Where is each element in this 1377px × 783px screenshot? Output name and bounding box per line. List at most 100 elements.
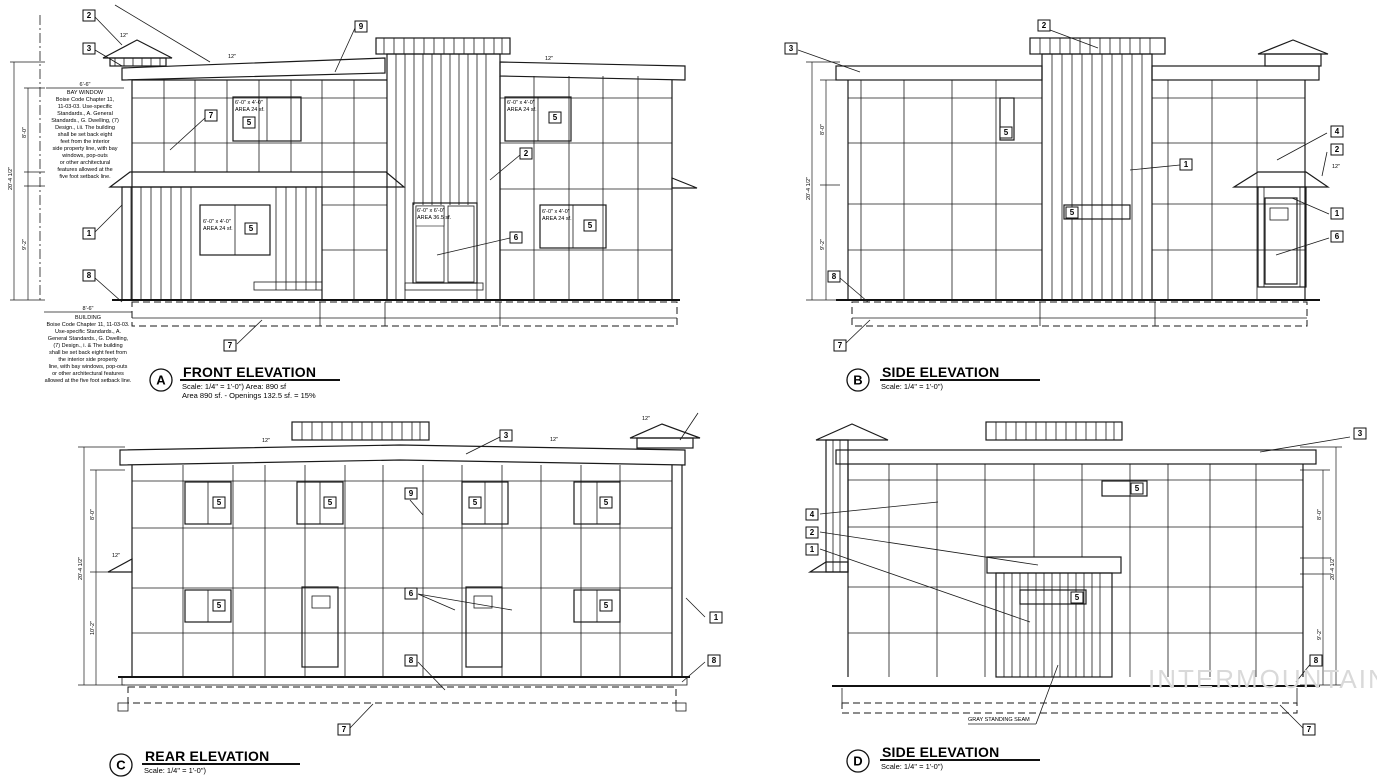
callout-tag: 5 bbox=[468, 496, 482, 509]
svg-text:2: 2 bbox=[1335, 145, 1340, 154]
svg-text:features allowed at the: features allowed at the bbox=[57, 167, 112, 173]
callout-tag: 8 bbox=[707, 654, 721, 667]
svg-text:Boise Code Chapter 11, 11-03-0: Boise Code Chapter 11, 11-03-03. bbox=[47, 322, 130, 328]
svg-text:5: 5 bbox=[1075, 593, 1080, 602]
callout-tag: 2 bbox=[1037, 19, 1051, 32]
callout-tag: 5 bbox=[212, 496, 226, 509]
svg-text:B: B bbox=[853, 373, 862, 388]
svg-text:5: 5 bbox=[1070, 208, 1075, 217]
svg-text:4: 4 bbox=[810, 510, 815, 519]
svg-text:2: 2 bbox=[524, 149, 529, 158]
svg-text:Standards., G. Dwelling, (7): Standards., G. Dwelling, (7) bbox=[51, 118, 119, 124]
svg-text:1: 1 bbox=[87, 229, 92, 238]
svg-text:7: 7 bbox=[1307, 725, 1312, 734]
callout-tag: 5 bbox=[1065, 206, 1079, 219]
svg-text:6'-0" x 4'-0": 6'-0" x 4'-0" bbox=[235, 100, 263, 106]
window-label-lower-left: 6'-0" x 4'-0" AREA 24 sf. bbox=[203, 219, 233, 232]
callout-tag: 7 bbox=[337, 723, 351, 736]
svg-text:5: 5 bbox=[588, 221, 593, 230]
front-slope-chimney: 12" bbox=[120, 33, 128, 39]
door-label: 6'-0" x 6'-0" AREA 36.5 sf. bbox=[415, 205, 452, 227]
svg-text:5: 5 bbox=[553, 113, 558, 122]
svg-text:5: 5 bbox=[217, 601, 222, 610]
svg-text:Design., i.ii. The building: Design., i.ii. The building bbox=[55, 125, 115, 131]
svg-text:Standards., A. General: Standards., A. General bbox=[57, 111, 113, 117]
d-lower-height-dim: 9'-2" bbox=[1317, 629, 1323, 640]
callout-tag: 5 bbox=[1070, 591, 1084, 604]
callout-tag: 8 bbox=[404, 654, 418, 667]
svg-text:9: 9 bbox=[359, 22, 364, 31]
svg-text:6'-0" x 4'-0": 6'-0" x 4'-0" bbox=[507, 100, 535, 106]
svg-text:C: C bbox=[116, 758, 126, 773]
front-slope-left: 12" bbox=[228, 54, 236, 60]
svg-text:5: 5 bbox=[217, 498, 222, 507]
callout-tag: 2 bbox=[1330, 143, 1344, 156]
window-label-lower-right: 6'-0" x 4'-0" AREA 24 sf. bbox=[542, 209, 572, 222]
svg-text:line, with bay windows, pop-ou: line, with bay windows, pop-outs bbox=[49, 364, 128, 370]
c-slope-eave: 12" bbox=[112, 553, 120, 559]
svg-text:6: 6 bbox=[1335, 232, 1340, 241]
elevation-marker-d: D bbox=[846, 749, 870, 773]
callout-tag: 5 bbox=[599, 496, 613, 509]
c-slope-chimney: 12" bbox=[642, 416, 650, 422]
svg-text:AREA 24 sf.: AREA 24 sf. bbox=[542, 216, 572, 222]
svg-text:Use-specific Standards., A.: Use-specific Standards., A. bbox=[55, 329, 122, 335]
svg-text:side property line, with bay: side property line, with bay bbox=[52, 146, 117, 152]
svg-text:8: 8 bbox=[1314, 656, 1319, 665]
svg-text:the interior side property: the interior side property bbox=[58, 357, 118, 363]
svg-text:7: 7 bbox=[228, 341, 233, 350]
upper-height-dim: 8'-0" bbox=[22, 127, 28, 138]
svg-text:3: 3 bbox=[504, 431, 509, 440]
svg-text:General Standards., G. Dwellin: General Standards., G. Dwelling, bbox=[48, 336, 129, 342]
svg-text:five foot setback line.: five foot setback line. bbox=[59, 174, 111, 180]
svg-text:BAY WINDOW: BAY WINDOW bbox=[67, 90, 104, 96]
svg-text:6: 6 bbox=[514, 233, 519, 242]
svg-text:1: 1 bbox=[810, 545, 815, 554]
svg-text:8: 8 bbox=[87, 271, 92, 280]
window-label-upper-left: 6'-0" x 4'-0" AREA 24 sf. bbox=[235, 100, 265, 113]
callout-tag: 1 bbox=[1179, 158, 1193, 171]
svg-text:Boise Code Chapter 11,: Boise Code Chapter 11, bbox=[56, 97, 115, 103]
callout-tag: 7 bbox=[833, 339, 847, 352]
callout-tag: 1 bbox=[1330, 207, 1344, 220]
callout-tag: 4 bbox=[1330, 125, 1344, 138]
callout-tag: 7 bbox=[223, 339, 237, 352]
lower-height-dim: 9'-2" bbox=[22, 239, 28, 250]
callout-tag: 5 bbox=[242, 116, 256, 129]
elevation-marker-c: C bbox=[109, 753, 133, 777]
callout-tag: 1 bbox=[805, 543, 819, 556]
svg-text:7: 7 bbox=[209, 111, 214, 120]
svg-text:2: 2 bbox=[1042, 21, 1047, 30]
callout-tag: 2 bbox=[519, 147, 533, 160]
callout-tag: 5 bbox=[583, 219, 597, 232]
building-setback-dim: 8'-6" bbox=[83, 306, 94, 312]
svg-text:1: 1 bbox=[714, 613, 719, 622]
b-slope: 12" bbox=[1332, 164, 1340, 170]
svg-text:3: 3 bbox=[87, 44, 92, 53]
callout-tag: 5 bbox=[212, 599, 226, 612]
callout-tag: 9 bbox=[354, 20, 368, 33]
callout-tag: 5 bbox=[548, 111, 562, 124]
window-label-upper-right: 6'-0" x 4'-0" AREA 24 sf. bbox=[507, 100, 537, 113]
svg-text:BUILDING: BUILDING bbox=[75, 315, 101, 321]
total-height-dim: 20'-4 1/2" bbox=[8, 167, 14, 190]
side-elevation-b-drawing: 20'-4 1/2" 8'-0" 9'-2" bbox=[784, 19, 1344, 392]
callout-tag: 4 bbox=[805, 508, 819, 521]
elevation-marker-a: A bbox=[149, 368, 173, 392]
side-elevation-d-drawing: 20'-4 1/2" 8'-0" 9'-2" bbox=[805, 421, 1367, 773]
front-elevation-scale: Scale: 1/4" = 1'-0") Area: 890 sf bbox=[182, 382, 287, 391]
svg-text:shall be set back eight feet f: shall be set back eight feet from bbox=[49, 350, 127, 356]
svg-text:allowed at the five foot setba: allowed at the five foot setback line. bbox=[45, 378, 132, 384]
svg-text:7: 7 bbox=[342, 725, 347, 734]
front-elevation-drawing: 20'-4 1/2" 8'-0" 9'-2" bbox=[8, 4, 698, 400]
svg-text:8: 8 bbox=[712, 656, 717, 665]
side-elevation-d-title: SIDE ELEVATION bbox=[882, 744, 999, 760]
front-elevation-area-note: Area 890 sf. - Openings 132.5 sf. = 15% bbox=[182, 391, 316, 400]
rear-elevation-scale: Scale: 1/4" = 1'-0") bbox=[144, 766, 206, 775]
callout-tag: 9 bbox=[404, 487, 418, 500]
building-setback-note: 8'-6" BUILDING Boise Code Chapter 11, 11… bbox=[44, 306, 132, 384]
callout-tag: 5 bbox=[244, 222, 258, 235]
callout-tag: 2 bbox=[805, 526, 819, 539]
svg-text:11-03-03. Use-specific: 11-03-03. Use-specific bbox=[58, 104, 113, 110]
